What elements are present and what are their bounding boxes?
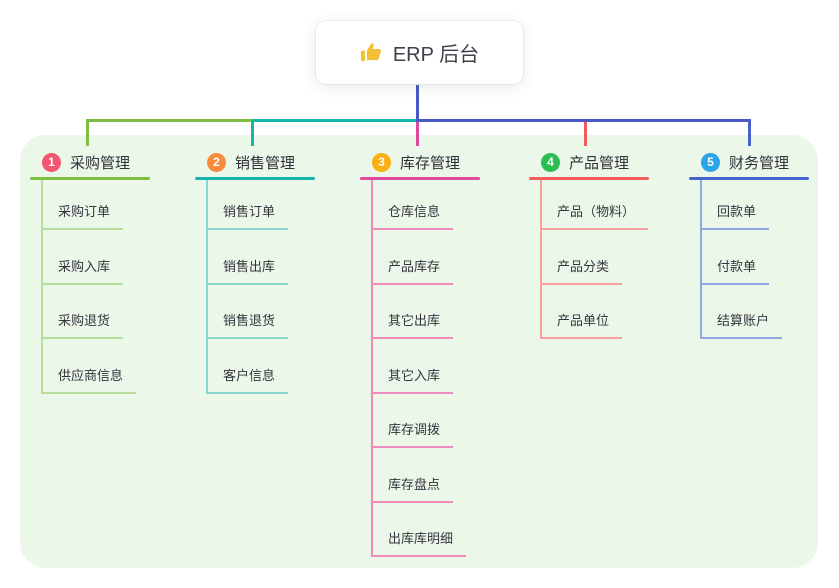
branch-number-badge: 5 [701, 152, 720, 172]
child-row: 采购退货 [41, 285, 150, 339]
child-row: 其它入库 [371, 339, 480, 394]
branch-3: 3 库存管理 仓库信息 产品库存 其它出库 其它入库 库存调拨 库存盘点 出库库… [360, 148, 480, 557]
child-row: 销售出库 [206, 230, 315, 285]
connector-line [416, 122, 419, 146]
branch-children: 仓库信息 产品库存 其它出库 其它入库 库存调拨 库存盘点 出库库明细 [371, 180, 480, 557]
branch-node[interactable]: 3 库存管理 [360, 148, 480, 176]
child-row: 供应商信息 [41, 339, 150, 394]
child-row: 库存盘点 [371, 448, 480, 503]
connector-line [86, 122, 89, 146]
connector-line [86, 119, 254, 122]
child-row: 付款单 [700, 230, 809, 285]
branch-children: 产品（物料） 产品分类 产品单位 [540, 180, 649, 339]
branch-1: 1 采购管理 采购订单 采购入库 采购退货 供应商信息 [30, 148, 150, 394]
child-row: 产品分类 [540, 230, 649, 285]
branch-node[interactable]: 4 产品管理 [529, 148, 649, 176]
child-node[interactable]: 产品分类 [542, 256, 623, 285]
child-row: 销售订单 [206, 180, 315, 230]
branches-panel [20, 135, 818, 568]
child-node[interactable]: 采购退货 [43, 310, 124, 339]
connector-line [416, 84, 419, 122]
branch-node[interactable]: 5 财务管理 [689, 148, 809, 176]
branch-node[interactable]: 2 销售管理 [195, 148, 315, 176]
branch-underline [689, 177, 809, 180]
child-row: 产品（物料） [540, 180, 649, 230]
child-node[interactable]: 采购订单 [43, 201, 124, 230]
child-node[interactable]: 其它入库 [373, 365, 454, 394]
branch-underline [360, 177, 480, 180]
child-node[interactable]: 付款单 [702, 256, 770, 285]
child-node[interactable]: 销售订单 [208, 201, 289, 230]
child-row: 出库库明细 [371, 503, 480, 557]
child-node[interactable]: 仓库信息 [373, 201, 454, 230]
child-row: 产品单位 [540, 285, 649, 339]
branch-label: 库存管理 [400, 154, 461, 172]
connector-line [584, 122, 587, 146]
branch-label: 采购管理 [70, 154, 131, 172]
connector-line [251, 122, 254, 146]
child-node[interactable]: 销售退货 [208, 310, 289, 339]
child-node[interactable]: 回款单 [702, 201, 770, 230]
child-row: 客户信息 [206, 339, 315, 394]
branch-number-badge: 3 [372, 152, 391, 172]
branch-5: 5 财务管理 回款单 付款单 结算账户 [689, 148, 809, 339]
child-node[interactable]: 库存调拨 [373, 419, 454, 448]
child-node[interactable]: 结算账户 [702, 310, 783, 339]
connector-line [416, 119, 751, 122]
branch-children: 回款单 付款单 结算账户 [700, 180, 809, 339]
branch-number-badge: 1 [42, 152, 61, 172]
child-node[interactable]: 其它出库 [373, 310, 454, 339]
child-row: 采购订单 [41, 180, 150, 230]
root-title: ERP 后台 [392, 44, 480, 66]
child-row: 其它出库 [371, 285, 480, 339]
child-row: 结算账户 [700, 285, 809, 339]
child-row: 销售退货 [206, 285, 315, 339]
child-node[interactable]: 供应商信息 [43, 365, 137, 394]
branch-4: 4 产品管理 产品（物料） 产品分类 产品单位 [529, 148, 649, 339]
branch-label: 销售管理 [235, 154, 296, 172]
child-node[interactable]: 产品（物料） [542, 201, 649, 230]
child-node[interactable]: 出库库明细 [373, 528, 467, 557]
branch-node[interactable]: 1 采购管理 [30, 148, 150, 176]
child-node[interactable]: 采购入库 [43, 256, 124, 285]
branch-underline [30, 177, 150, 180]
branch-2: 2 销售管理 销售订单 销售出库 销售退货 客户信息 [195, 148, 315, 394]
child-node[interactable]: 销售出库 [208, 256, 289, 285]
branch-underline [529, 177, 649, 180]
connector-line [251, 119, 419, 122]
branch-children: 采购订单 采购入库 采购退货 供应商信息 [41, 180, 150, 394]
child-row: 回款单 [700, 180, 809, 230]
root-node[interactable]: ERP 后台 [316, 21, 523, 84]
branch-label: 财务管理 [729, 154, 790, 172]
child-node[interactable]: 产品单位 [542, 310, 623, 339]
child-row: 产品库存 [371, 230, 480, 285]
branch-children: 销售订单 销售出库 销售退货 客户信息 [206, 180, 315, 394]
thumbs-up-icon [360, 41, 383, 64]
child-row: 库存调拨 [371, 394, 480, 448]
branch-number-badge: 2 [207, 152, 226, 172]
branch-underline [195, 177, 315, 180]
child-node[interactable]: 产品库存 [373, 256, 454, 285]
branch-label: 产品管理 [569, 154, 630, 172]
child-row: 采购入库 [41, 230, 150, 285]
branch-number-badge: 4 [541, 152, 560, 172]
child-node[interactable]: 库存盘点 [373, 474, 454, 503]
child-row: 仓库信息 [371, 180, 480, 230]
connector-line [748, 122, 751, 146]
child-node[interactable]: 客户信息 [208, 365, 289, 394]
